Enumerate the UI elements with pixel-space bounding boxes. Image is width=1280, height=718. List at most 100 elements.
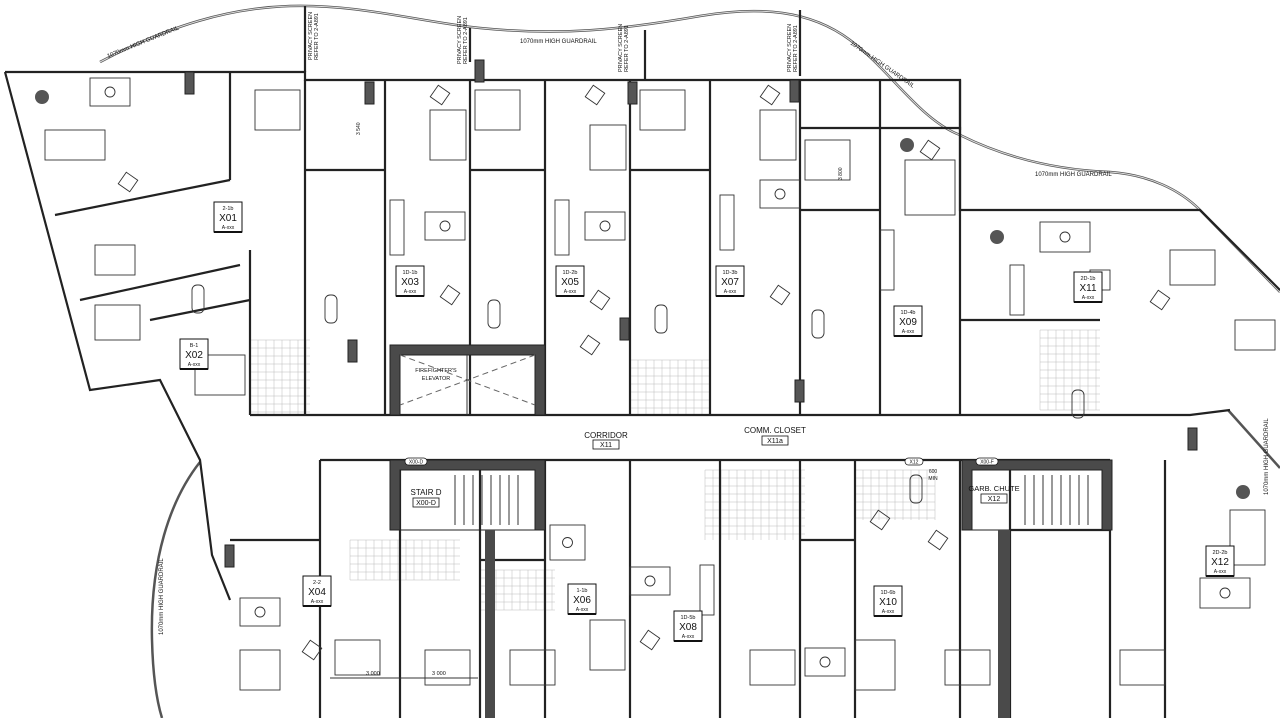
privacy-screen-label: PRIVACY SCREEN — [308, 12, 314, 60]
centerpiece — [439, 220, 451, 232]
centerpiece — [1059, 231, 1071, 243]
bathtub — [487, 299, 501, 329]
bathtub — [191, 284, 205, 314]
shear-wall — [998, 530, 1010, 718]
bathtub — [811, 309, 825, 339]
armchair — [429, 84, 451, 106]
bed — [1119, 649, 1166, 686]
armchair — [869, 509, 891, 531]
unit-type: 1-1b — [576, 588, 587, 594]
bathtub — [324, 294, 338, 324]
sofa — [589, 619, 626, 671]
unit-tag-box — [302, 575, 332, 607]
guardrail-label: 1070mm HIGH GUARDRAIL — [159, 558, 165, 635]
unit-area: A-xxx — [576, 607, 589, 613]
guardrail — [99, 4, 1280, 718]
centerpiece — [599, 220, 611, 232]
unit-number: X10 — [879, 597, 897, 608]
dimension-label: 3 800 — [838, 167, 844, 180]
kitchen-island — [699, 564, 715, 616]
shear-wall — [485, 530, 495, 718]
unit-number: X01 — [219, 213, 237, 224]
unit-area: A-xxx — [724, 289, 737, 295]
guardrail-label: 1070mm HIGH GUARDRAIL — [1264, 418, 1270, 495]
dimension-label: 3 000 — [432, 671, 446, 677]
centerpiece — [819, 656, 831, 668]
planter — [35, 90, 49, 104]
building-cores — [184, 59, 1198, 718]
sofa — [239, 649, 281, 691]
stair-d-tag: X00-D — [416, 500, 436, 507]
column — [794, 379, 805, 403]
clearance-note: MIN — [928, 476, 938, 482]
chute-room-door-tag: X12 — [910, 460, 919, 466]
unit-type: B-1 — [190, 343, 199, 349]
unit-tags: 2-1bX01A-xxxB-1X02A-xxx1D-1bX03A-xxx1D-2… — [179, 201, 1235, 642]
bed — [749, 649, 796, 686]
bathtub — [909, 474, 923, 504]
garb-chute-label: GARB. CHUTE — [968, 484, 1019, 493]
dining-table — [629, 566, 671, 596]
unit-type: 1D-4b — [901, 310, 916, 316]
stair-d-door-tag: X00-D — [409, 460, 424, 466]
privacy-screen-label: PRIVACY SCREEN — [618, 24, 624, 72]
bathtub — [654, 304, 668, 334]
unit-area: A-xxx — [902, 329, 915, 335]
bathtub — [1071, 389, 1085, 419]
kitchen-island — [879, 229, 895, 291]
unit-type: 1D-6b — [881, 590, 896, 596]
dimension-label: 3 000 — [366, 671, 380, 677]
guardrail-label: 1070mm HIGH GUARDRAIL — [1035, 172, 1112, 178]
column — [347, 339, 358, 363]
column — [1187, 427, 1198, 451]
dining-table — [1199, 577, 1251, 609]
column — [364, 81, 375, 105]
dining-table — [1039, 221, 1091, 253]
garb-chute-door-tag: X00-F — [980, 460, 994, 466]
unit-number: X03 — [401, 277, 419, 288]
guardrail-label: 1070mm HIGH GUARDRAIL — [107, 25, 181, 60]
column — [789, 79, 800, 103]
unit-tag-box — [567, 583, 597, 615]
sofa — [854, 639, 896, 691]
dimension-label: 3 540 — [356, 122, 362, 135]
unit-tag-box — [1205, 545, 1235, 577]
unit-tag-box — [1073, 271, 1103, 303]
bed — [474, 89, 521, 131]
armchair — [589, 289, 611, 311]
centerpiece — [644, 575, 656, 587]
kitchen-island — [554, 199, 570, 256]
bed — [1234, 319, 1276, 351]
corridor-tag: X11 — [600, 442, 612, 449]
unit-number: X04 — [308, 587, 326, 598]
unit-type: 2D-2b — [1213, 550, 1228, 556]
unit-area: A-xxx — [564, 289, 577, 295]
armchair — [117, 171, 139, 193]
bed — [509, 649, 556, 686]
privacy-screen-label: REFER TO 2-A891 — [793, 25, 799, 72]
sofa — [44, 129, 106, 161]
unit-area: A-xxx — [311, 599, 324, 605]
clearance-note: 600 — [929, 469, 938, 475]
unit-area: A-xxx — [188, 362, 201, 368]
dining-table — [584, 211, 626, 241]
garb-chute-tag: X12 — [988, 496, 1001, 503]
kitchen-island — [389, 199, 405, 256]
column — [224, 544, 235, 568]
dining-table — [549, 524, 586, 561]
centerpiece — [1219, 587, 1231, 599]
armchair — [579, 334, 601, 356]
unit-area: A-xxx — [404, 289, 417, 295]
unit-number: X02 — [185, 350, 203, 361]
sofa — [429, 109, 467, 161]
privacy-screen-label: PRIVACY SCREEN — [457, 16, 463, 64]
bed — [424, 649, 471, 686]
centerpiece — [104, 86, 116, 98]
